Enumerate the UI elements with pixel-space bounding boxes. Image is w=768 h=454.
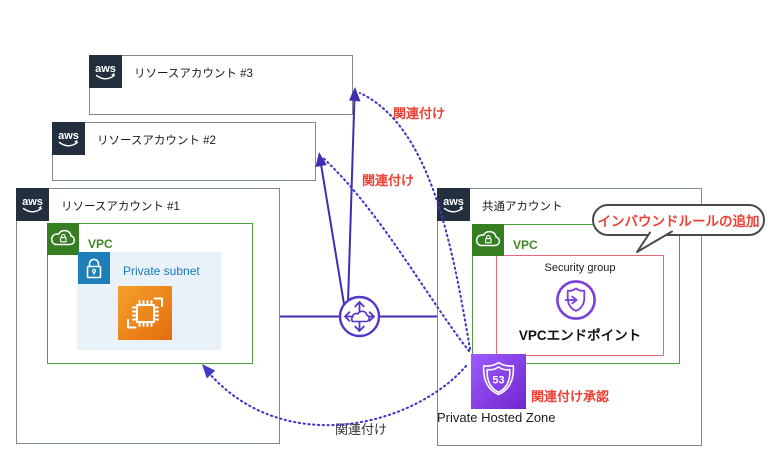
account-label: リソースアカウント #1 (61, 201, 180, 213)
aws-logo-icon: aws (52, 122, 85, 155)
route53-icon: 53 (471, 354, 526, 409)
account-label: 共通アカウント (482, 201, 563, 213)
aws-logo-text: aws (58, 130, 79, 142)
account-label: リソースアカウント #3 (134, 68, 253, 80)
aws-logo-icon: aws (437, 188, 470, 221)
association-label-top: 関連付け (393, 106, 446, 121)
account-box-resource-2: aws リソースアカウント #2 (52, 122, 316, 181)
aws-logo-icon: aws (89, 55, 122, 88)
vpc-icon (472, 224, 504, 256)
vpc-endpoint-label: VPCエンドポイント (518, 328, 642, 343)
aws-logo-text: aws (443, 196, 464, 208)
inbound-rule-callout: インバウンドルールの追加 (592, 204, 765, 236)
association-approval-label: 関連付け承認 (531, 389, 610, 404)
association-label-bottom: 関連付け (335, 422, 388, 437)
aws-logo-text: aws (22, 196, 43, 208)
lock-icon (78, 252, 110, 284)
security-group-box (496, 255, 664, 356)
private-hosted-zone-label: Private Hosted Zone (437, 410, 556, 425)
aws-logo-text: aws (95, 63, 116, 75)
vpc-icon (47, 223, 79, 255)
aws-logo-icon: aws (16, 188, 49, 221)
route53-number: 53 (492, 375, 504, 387)
association-label-mid: 関連付け (362, 173, 415, 188)
account-box-resource-3: aws リソースアカウント #3 (89, 55, 353, 115)
security-group-label: Security group (544, 262, 616, 274)
transit-gateway-icon (338, 295, 381, 338)
account-label: リソースアカウント #2 (97, 135, 216, 147)
vpc-label: VPC (513, 238, 538, 252)
inbound-rule-callout-text: インバウンドルールの追加 (597, 214, 760, 229)
private-subnet-label: Private subnet (123, 264, 200, 278)
vpc-label: VPC (88, 237, 113, 251)
instance-icon (118, 286, 172, 340)
vpc-endpoint-icon (554, 278, 598, 322)
